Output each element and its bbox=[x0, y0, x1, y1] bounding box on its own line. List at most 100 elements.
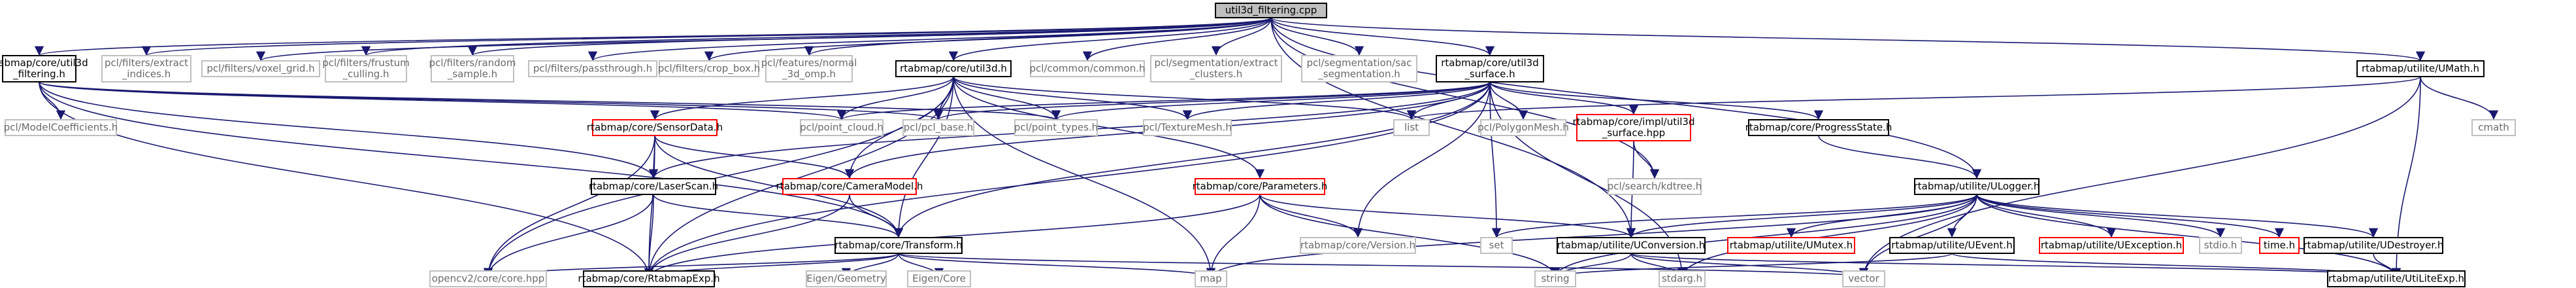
node-umath[interactable]: rtabmap/utilite/UMath.h bbox=[2356, 60, 2485, 77]
node-pclbase[interactable]: pcl/pcl_base.h bbox=[902, 119, 974, 136]
node-texturemesh[interactable]: pcl/TextureMesh.h bbox=[1143, 119, 1232, 136]
node-map[interactable]: map bbox=[1195, 270, 1227, 287]
node-random[interactable]: pcl/filters/random_sample.h bbox=[429, 55, 516, 82]
node-label: Eigen/Geometry bbox=[806, 273, 886, 285]
node-label: rtabmap/core/ProgressState.h bbox=[1745, 122, 1892, 134]
node-label: rtabmap/utilite/UEvent.h bbox=[1891, 240, 2012, 251]
node-umutex[interactable]: rtabmap/utilite/UMutex.h bbox=[1727, 237, 1855, 254]
node-label: _segmentation.h bbox=[1317, 68, 1400, 81]
node-uliteexp[interactable]: rtabmap/utilite/UtiLiteExp.h bbox=[2327, 270, 2466, 287]
node-opencv[interactable]: opencv2/core/core.hpp bbox=[429, 270, 547, 287]
node-label: rtabmap/core/Transform.h bbox=[834, 240, 963, 251]
node-box bbox=[2199, 237, 2242, 254]
node-label: pcl/point_cloud.h bbox=[800, 122, 883, 134]
node-parameters[interactable]: rtabmap/core/Parameters.h bbox=[1193, 178, 1328, 195]
node-eigengeom[interactable]: Eigen/Geometry bbox=[806, 270, 887, 287]
node-kdtree[interactable]: pcl/search/kdtree.h bbox=[1608, 178, 1702, 195]
node-laserscan[interactable]: rtabmap/core/LaserScan.h bbox=[589, 178, 718, 195]
node-uevent[interactable]: rtabmap/utilite/UEvent.h bbox=[1889, 237, 2015, 254]
node-rtabmapexp[interactable]: rtabmap/core/RtabmapExp.h bbox=[578, 270, 720, 287]
node-root[interactable]: util3d_filtering.cpp bbox=[1215, 3, 1327, 18]
node-polygonmesh[interactable]: pcl/PolygonMesh.h bbox=[1478, 119, 1569, 136]
edge-root-to-segsac bbox=[1270, 17, 1364, 56]
node-uconversion[interactable]: rtabmap/utilite/UConversion.h bbox=[1557, 237, 1706, 254]
node-eigencore[interactable]: Eigen/Core bbox=[907, 270, 971, 287]
node-box bbox=[1608, 178, 1702, 195]
node-uexception[interactable]: rtabmap/utilite/UException.h bbox=[2039, 237, 2184, 254]
node-implsurface[interactable]: rtabmap/core/impl/util3d_surface.hpp bbox=[1573, 114, 1695, 141]
node-label: stdarg.h bbox=[1662, 273, 1702, 285]
node-label: opencv2/core/core.hpp bbox=[432, 273, 545, 285]
node-box bbox=[1659, 270, 1706, 287]
node-box bbox=[2, 55, 76, 82]
node-box bbox=[101, 55, 191, 82]
edge-surface-to-pointcloud bbox=[837, 81, 1491, 120]
node-pclcommon[interactable]: pcl/common/common.h bbox=[1030, 60, 1146, 77]
node-cmath[interactable]: cmath bbox=[2471, 119, 2516, 136]
edge-laserscan-to-rtabmapexp bbox=[644, 194, 654, 278]
node-surface[interactable]: rtabmap/core/util3d_surface.h bbox=[1436, 55, 1544, 82]
node-box bbox=[1300, 237, 1416, 254]
node-box bbox=[1195, 270, 1227, 287]
node-util3d[interactable]: rtabmap/core/util3d.h bbox=[895, 60, 1012, 77]
edge-cameramodel-to-transform bbox=[849, 194, 904, 238]
node-transform[interactable]: rtabmap/core/Transform.h bbox=[834, 237, 963, 254]
node-version[interactable]: rtabmap/core/Version.h bbox=[1300, 237, 1416, 254]
node-label: pcl/pcl_base.h bbox=[904, 122, 973, 134]
node-label: pcl/filters/extract bbox=[105, 57, 188, 69]
node-label: _culling.h bbox=[342, 68, 389, 81]
edge-umath-to-list bbox=[1407, 76, 2421, 120]
node-pointtypes[interactable]: pcl/point_types.h bbox=[1014, 119, 1098, 136]
edge-filtering-to-pointtypes bbox=[39, 81, 1061, 120]
edge-util3d-to-opencv bbox=[483, 76, 954, 278]
edge-surface-to-set bbox=[1489, 81, 1502, 238]
edge-surface-to-rtabmapexp bbox=[644, 81, 1491, 278]
node-string[interactable]: string bbox=[1534, 270, 1576, 287]
node-vector[interactable]: vector bbox=[1842, 270, 1885, 287]
node-progress[interactable]: rtabmap/core/ProgressState.h bbox=[1745, 119, 1892, 136]
node-frustum[interactable]: pcl/filters/frustum_culling.h bbox=[322, 55, 410, 82]
node-ulogger[interactable]: rtabmap/utilite/ULogger.h bbox=[1914, 178, 2040, 195]
edge-ulogger-to-stdio bbox=[1976, 194, 2226, 238]
node-box bbox=[583, 270, 715, 287]
edge-root-to-filtering bbox=[35, 17, 1272, 56]
node-filtering[interactable]: rtabmap/core/util3d_filtering.h bbox=[0, 55, 88, 82]
node-box bbox=[806, 270, 887, 287]
edge-ulogger-to-set bbox=[1492, 194, 1977, 238]
node-set[interactable]: set bbox=[1480, 237, 1513, 254]
edge-sensordata-to-cameramodel bbox=[654, 135, 855, 179]
node-sensordata[interactable]: rtabmap/core/SensorData.h bbox=[587, 119, 723, 136]
node-box bbox=[895, 60, 1012, 77]
node-pointcloud[interactable]: pcl/point_cloud.h bbox=[800, 119, 883, 136]
edge-surface-to-transform bbox=[893, 81, 1491, 238]
node-label: vector bbox=[1848, 273, 1879, 285]
edge-filtering-to-rtabmapexp bbox=[39, 81, 654, 278]
node-box bbox=[1030, 60, 1145, 77]
node-stdio[interactable]: stdio.h bbox=[2199, 237, 2242, 254]
node-box bbox=[1436, 55, 1544, 82]
node-cropbox[interactable]: pcl/filters/crop_box.h bbox=[658, 60, 760, 77]
edge-root-to-random bbox=[468, 17, 1272, 56]
node-extract-indices[interactable]: pcl/filters/extract_indices.h bbox=[101, 55, 191, 82]
node-time[interactable]: time.h bbox=[2259, 237, 2300, 254]
node-voxel[interactable]: pcl/filters/voxel_grid.h bbox=[201, 60, 320, 77]
edge-ulogger-to-stdarg bbox=[1677, 194, 1977, 278]
node-passthrough[interactable]: pcl/filters/passthrough.h bbox=[528, 60, 657, 77]
node-label: _indices.h bbox=[122, 68, 171, 81]
node-list[interactable]: list bbox=[1393, 119, 1430, 136]
node-cameramodel[interactable]: rtabmap/core/CameraModel.h bbox=[776, 178, 923, 195]
edge-transform-to-vector bbox=[898, 253, 1868, 278]
edge-parameters-to-rtabmapexp bbox=[644, 194, 1261, 278]
node-udestroyer[interactable]: rtabmap/utilite/UDestroyer.h bbox=[2304, 237, 2444, 254]
node-label: set bbox=[1489, 240, 1504, 251]
node-normal3d[interactable]: pcl/features/normal_3d_omp.h bbox=[761, 55, 857, 82]
node-segsac[interactable]: pcl/segmentation/sac_segmentation.h bbox=[1301, 55, 1417, 82]
node-stdarg[interactable]: stdarg.h bbox=[1659, 270, 1706, 287]
node-segextract[interactable]: pcl/segmentation/extract_clusters.h bbox=[1150, 55, 1282, 82]
node-box bbox=[765, 55, 853, 82]
node-box bbox=[782, 178, 917, 195]
node-box bbox=[592, 119, 718, 136]
node-pclmodel[interactable]: pcl/ModelCoefficients.h bbox=[4, 119, 118, 136]
node-box bbox=[1889, 237, 2015, 254]
node-label: rtabmap/core/Parameters.h bbox=[1193, 181, 1328, 192]
